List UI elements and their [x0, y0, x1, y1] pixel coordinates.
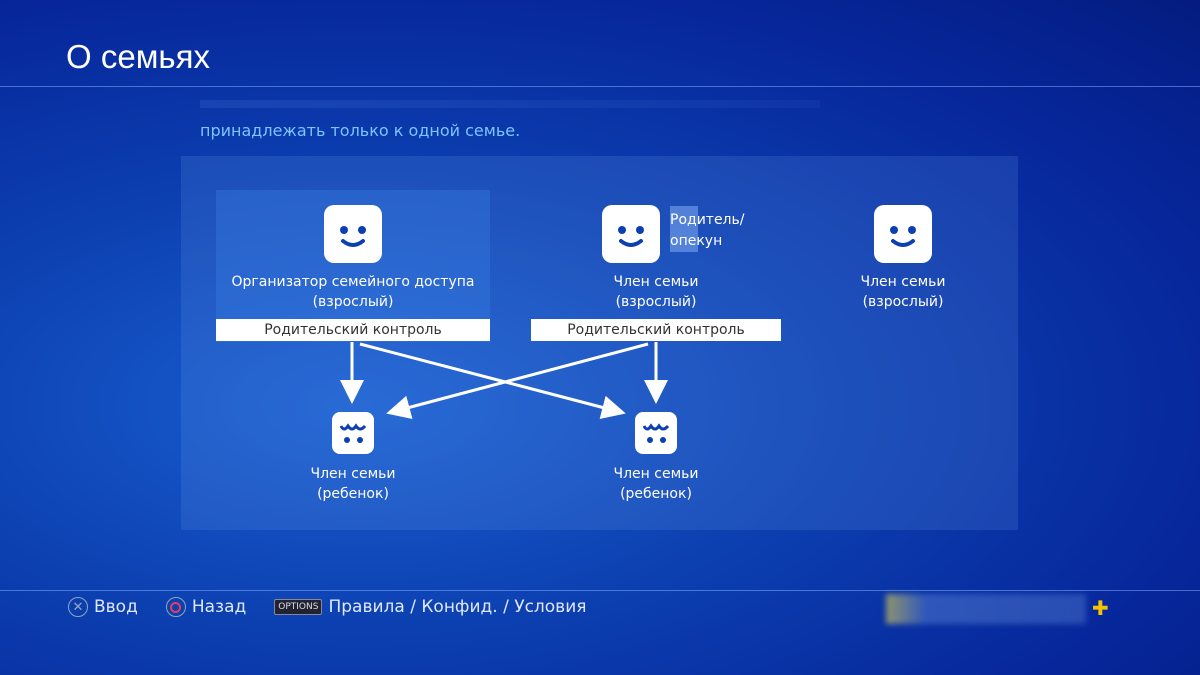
footer-divider — [0, 590, 1200, 591]
child-role: (ребенок) — [317, 486, 389, 502]
organizer-role: (взрослый) — [312, 294, 394, 310]
guardian-badge-line2: опекун — [670, 233, 723, 249]
adult-member-role: (взрослый) — [862, 294, 944, 310]
footer-hints: ✕ Ввод Назад OPTIONS Правила / Конфид. /… — [68, 597, 586, 617]
faded-text-line — [200, 100, 820, 108]
enter-hint[interactable]: Ввод — [94, 597, 138, 617]
guardian-badge-line1: Родитель/ — [670, 212, 745, 228]
adult-member-name: Член семьи — [860, 274, 946, 290]
back-hint[interactable]: Назад — [191, 597, 247, 617]
guardian-name: Член семьи — [613, 274, 699, 290]
circle-button-icon — [165, 597, 186, 617]
adult-member-label: Член семьи (взрослый) — [753, 272, 1053, 312]
description-text: принадлежать только к одной семье. — [200, 121, 521, 140]
child-label: Член семьи (ребенок) — [506, 464, 806, 504]
user-profile-blurred — [886, 594, 1086, 624]
guardian-role: (взрослый) — [615, 294, 697, 310]
child-name: Член семьи — [613, 466, 699, 482]
child-name: Член семьи — [310, 466, 396, 482]
child-role: (ребенок) — [620, 486, 692, 502]
ps-plus-icon: ✚ — [1092, 596, 1109, 620]
child-label: Член семьи (ребенок) — [203, 464, 503, 504]
cross-button-icon: ✕ — [68, 597, 88, 617]
adult-avatar-icon — [324, 205, 382, 263]
arrow-guardian-child1 — [386, 342, 649, 419]
options-hint[interactable]: Правила / Конфид. / Условия — [328, 597, 587, 617]
organizer-label: Организатор семейного доступа (взрослый) — [203, 272, 503, 312]
parental-control-label: Родительский контроль — [216, 319, 490, 341]
header-divider — [0, 86, 1200, 87]
organizer-name: Организатор семейного доступа — [231, 274, 475, 290]
adult-avatar-icon — [874, 205, 932, 263]
guardian-badge-marker — [670, 206, 698, 252]
adult-avatar-icon — [602, 205, 660, 263]
parental-control-label: Родительский контроль — [531, 319, 781, 341]
guardian-label: Член семьи (взрослый) — [506, 272, 806, 312]
child-avatar-icon — [635, 412, 677, 454]
options-button-icon: OPTIONS — [274, 599, 323, 615]
child-avatar-icon — [332, 412, 374, 454]
arrow-organizer-child2 — [359, 342, 626, 420]
guardian-badge: Родитель/ опекун — [670, 210, 744, 252]
page-title: О семьях — [66, 38, 210, 75]
